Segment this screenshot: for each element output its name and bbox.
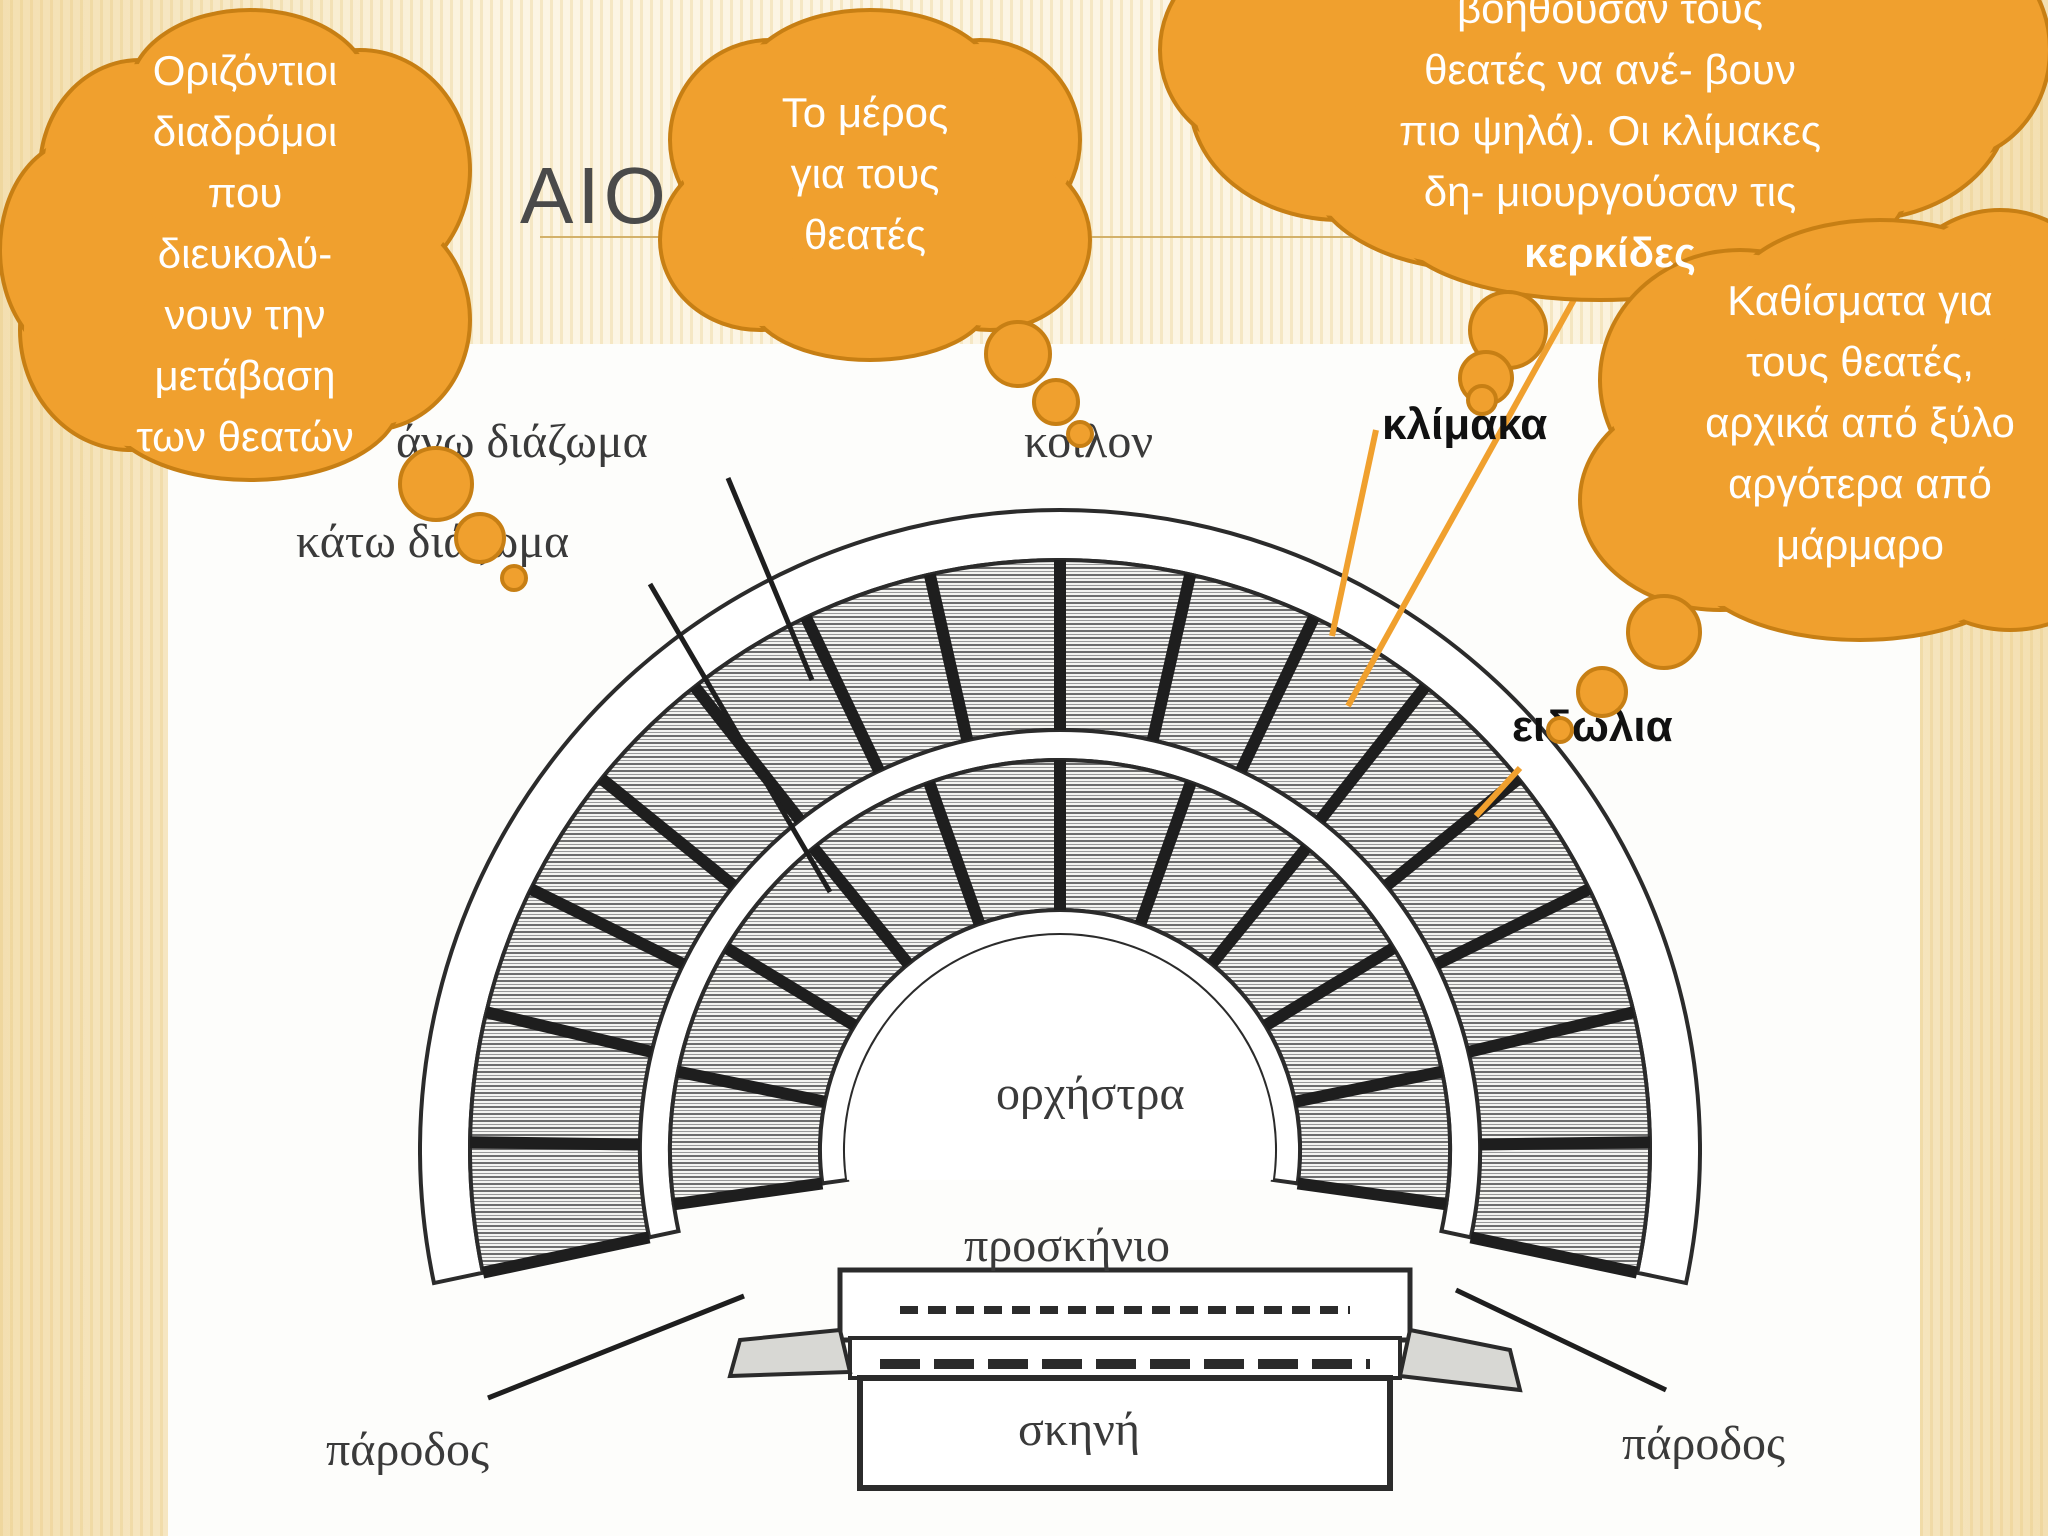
leader-line bbox=[725, 477, 815, 681]
left-paraskenion bbox=[727, 1327, 853, 1379]
callout-line: διευκολύ- bbox=[157, 230, 333, 277]
label-parodos-right: πάροδος bbox=[1622, 1417, 1785, 1470]
callout-line: θεατές bbox=[804, 211, 926, 258]
label-klimaka: κλίμακα bbox=[1382, 400, 1548, 449]
callout-connector-line bbox=[1345, 276, 1589, 708]
lower-stairway bbox=[1293, 1065, 1444, 1108]
cloud-fill bbox=[1854, 0, 2046, 156]
callout-line: δη- μιουργούσαν τις bbox=[1423, 168, 1797, 215]
callout-connector-line bbox=[1473, 765, 1523, 819]
callout-diazomata-text: Οριζόντιοι διαδρόμοι που διευκολύ- νουν … bbox=[60, 40, 430, 467]
label-skini: σκηνή bbox=[1018, 1403, 1140, 1456]
upper-stairway bbox=[800, 614, 885, 774]
cloud-fill bbox=[1894, 414, 2048, 626]
cloud-fill bbox=[134, 14, 366, 166]
callout-line: των θεατών bbox=[136, 413, 354, 460]
upper-stairway bbox=[1146, 573, 1197, 742]
lower-stairway bbox=[1262, 942, 1397, 1031]
cloud-fill bbox=[744, 14, 996, 166]
cloud-tail-bubble bbox=[1466, 384, 1498, 416]
leader-line bbox=[487, 1293, 745, 1401]
callout-connector-line bbox=[1329, 429, 1379, 637]
callout-line: τους θεατές, bbox=[1746, 338, 1974, 385]
lower-stairway bbox=[1134, 780, 1197, 926]
callout-line: Καθίσματα για bbox=[1727, 277, 1993, 324]
label-proskinio: προσκήνιο bbox=[964, 1219, 1170, 1272]
callout-line: για τους bbox=[790, 150, 940, 197]
upper-stairway bbox=[1235, 614, 1320, 774]
label-parodos-left: πάροδος bbox=[326, 1423, 489, 1476]
cloud-tail-bubble bbox=[1576, 666, 1628, 718]
cloud-fill bbox=[1734, 224, 2026, 376]
cloud-tail-bubble bbox=[454, 512, 506, 564]
callout-line: διαδρόμοι bbox=[152, 108, 338, 155]
lower-stairway bbox=[923, 780, 986, 926]
callout-clouds bbox=[0, 0, 2048, 744]
proskenion-platform bbox=[837, 1267, 1413, 1343]
upper-stairway bbox=[484, 1006, 654, 1058]
upper-stairway bbox=[469, 1136, 641, 1151]
callout-line: νουν την bbox=[164, 291, 326, 338]
upper-stairway bbox=[528, 883, 686, 970]
theatre-plan bbox=[418, 276, 1702, 1491]
leader-line bbox=[1454, 1287, 1668, 1393]
cloud-tail-bubble bbox=[500, 564, 528, 592]
lower-stairway bbox=[1207, 843, 1312, 968]
callout-koilon-text: Το μέρος για τους θεατές bbox=[710, 82, 1020, 265]
callout-line: θεατές να ανέ- βουν bbox=[1424, 46, 1796, 93]
upper-stairway bbox=[1434, 883, 1592, 970]
callout-line: βοηθούσαν τους bbox=[1457, 0, 1763, 32]
cloud-tail-bubble bbox=[1032, 378, 1080, 426]
lower-stairway bbox=[676, 1065, 827, 1108]
cloud-tail-bubble bbox=[1546, 716, 1574, 744]
cloud-tail-bubble bbox=[1626, 594, 1702, 670]
callout-cloud-koilon bbox=[658, 8, 1094, 448]
lower-stairway bbox=[1296, 1177, 1448, 1211]
label-kato-diazoma: κάτω διάζωμα bbox=[296, 515, 570, 568]
cloud-fill bbox=[754, 244, 986, 356]
callout-bold-line: κερκίδες bbox=[1524, 229, 1696, 276]
upper-stairway bbox=[597, 774, 738, 891]
slide-title: ΑΙΟ bbox=[520, 151, 670, 240]
upper-stairway bbox=[1479, 1136, 1651, 1151]
upper-stairway bbox=[1315, 682, 1430, 824]
callout-line: μετάβαση bbox=[154, 352, 336, 399]
upper-stairway bbox=[481, 1231, 651, 1279]
label-orchistra: ορχήστρα bbox=[996, 1067, 1185, 1120]
callout-line: Οριζόντιοι bbox=[152, 47, 338, 94]
skene-building bbox=[857, 1375, 1393, 1491]
lower-stairway bbox=[808, 843, 913, 968]
callout-cloud-edolia bbox=[1546, 208, 2048, 744]
cloud-fill bbox=[1164, 0, 1356, 146]
callout-edolia-text: Καθίσματα για τους θεατές, αρχικά από ξύ… bbox=[1660, 270, 2048, 590]
orchestra-floor bbox=[844, 934, 1275, 1180]
cloud-tail-bubble bbox=[984, 320, 1052, 388]
right-paraskenion bbox=[1397, 1327, 1523, 1393]
title-underline bbox=[540, 236, 2048, 238]
callout-line: μάρμαρο bbox=[1775, 521, 1945, 568]
lower-stairway bbox=[672, 1177, 824, 1211]
upper-stairway bbox=[1469, 1231, 1639, 1279]
cloud-tail-bubble bbox=[1066, 420, 1094, 448]
lower-stairway bbox=[723, 942, 858, 1031]
leader-line bbox=[647, 582, 833, 894]
callout-line: πιο ψηλά). Οι κλίμακες bbox=[1398, 107, 1822, 154]
callout-line: Το μέρος bbox=[781, 89, 949, 136]
callout-cloud-diazomata bbox=[0, 8, 528, 592]
callout-line: αρχικά από ξύλο bbox=[1705, 399, 2015, 446]
cloud-tail-bubble bbox=[398, 446, 474, 522]
cloud-fill bbox=[4, 144, 156, 356]
upper-stairway bbox=[923, 573, 974, 742]
callout-line: που bbox=[207, 169, 283, 216]
callout-klimakes-text: βοηθούσαν τους θεατές να ανέ- βουν πιο ψ… bbox=[1270, 0, 1950, 283]
upper-stairway bbox=[1466, 1006, 1636, 1058]
callout-line: αργότερα από bbox=[1728, 460, 1992, 507]
cloud-fill bbox=[104, 324, 396, 476]
